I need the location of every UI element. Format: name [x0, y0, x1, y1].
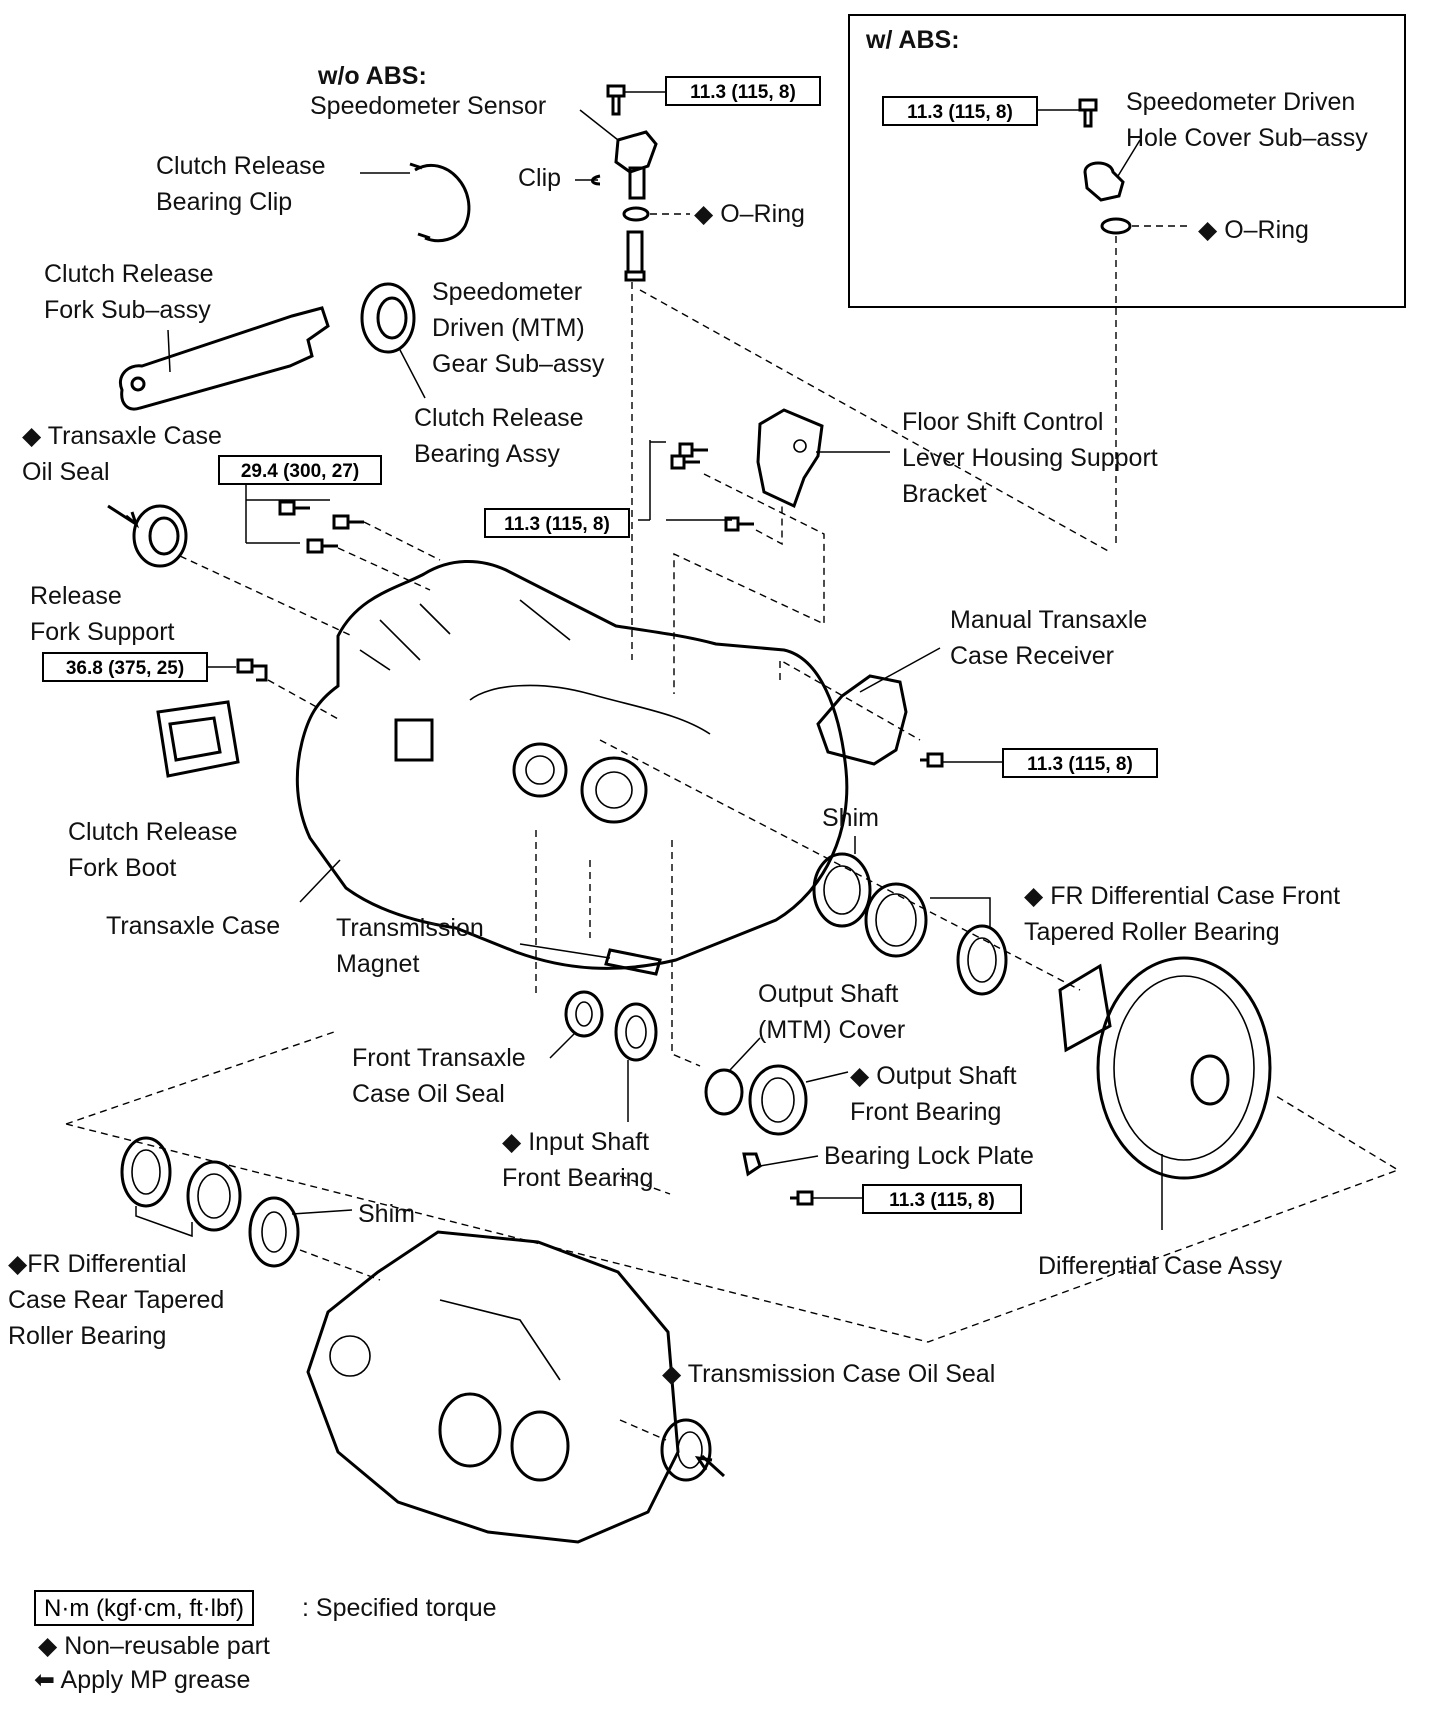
shim-lower-icon — [248, 1196, 300, 1268]
non-reusable-icon: ◆ — [8, 1250, 28, 1278]
label-output-shaft-front-bearing: ◆ Output Shaft Front Bearing — [850, 1062, 1017, 1126]
shim-upper-icon — [812, 852, 872, 928]
case-receiver-icon — [816, 674, 908, 766]
label-floor-shift-bracket: Floor Shift Control Lever Housing Suppor… — [902, 408, 1158, 508]
bearing-lock-plate-icon — [742, 1152, 762, 1177]
label-fr-diff-rear-bearing: ◆FR Differential Case Rear Tapered Rolle… — [8, 1250, 225, 1350]
label-differential-case-assy: Differential Case Assy — [1038, 1252, 1283, 1280]
release-fork-support-icon — [236, 658, 268, 682]
label-transaxle-case-oil-seal: ◆ Transaxle Case Oil Seal — [22, 422, 222, 486]
torque-speedometer-cover: 11.3 (115, 8) — [882, 96, 1038, 126]
speedometer-cover-icon — [1083, 161, 1125, 202]
output-shaft-front-bearing-icon — [748, 1064, 808, 1136]
label-o-ring-right: ◆ O–Ring — [1198, 216, 1309, 244]
torque-release-fork-support: 36.8 (375, 25) — [42, 652, 208, 682]
torque-bracket-bolts: 11.3 (115, 8) — [484, 508, 630, 538]
label-clutch-release-bearing-assy: Clutch Release Bearing Assy — [414, 404, 584, 468]
output-shaft-cover-icon — [704, 1068, 744, 1116]
label-fr-diff-front-bearing: ◆ FR Differential Case Front Tapered Rol… — [1024, 882, 1341, 946]
o-ring-right-icon — [1100, 217, 1132, 235]
transaxle-case-icon — [295, 560, 849, 970]
transaxle-case-oil-seal-icon — [132, 504, 188, 568]
grease-arrow-icon: ⬅ — [34, 1666, 55, 1694]
o-ring-left-icon — [622, 206, 650, 222]
non-reusable-icon: ◆ — [22, 422, 42, 450]
non-reusable-icon: ◆ — [694, 200, 714, 228]
transmission-magnet-icon — [604, 948, 662, 976]
label-bearing-lock-plate: Bearing Lock Plate — [824, 1142, 1034, 1170]
legend-torque-desc: : Specified torque — [302, 1594, 497, 1622]
non-reusable-icon: ◆ — [662, 1360, 682, 1388]
label-front-transaxle-case-oil-seal: Front Transaxle Case Oil Seal — [352, 1044, 526, 1108]
torque-case-receiver: 11.3 (115, 8) — [1002, 748, 1158, 778]
speedometer-sensor-bolt-icon — [606, 84, 626, 116]
clutch-release-fork-boot-icon — [156, 700, 240, 778]
front-transaxle-case-oil-seal-icon — [564, 990, 604, 1038]
clutch-release-bearing-clip-icon — [409, 162, 471, 243]
label-input-shaft-front-bearing: ◆ Input Shaft Front Bearing — [502, 1128, 654, 1192]
label-transaxle-case: Transaxle Case — [106, 912, 281, 940]
non-reusable-icon: ◆ — [38, 1632, 58, 1660]
non-reusable-icon: ◆ — [502, 1128, 522, 1156]
label-transmission-case-oil-seal: ◆ Transmission Case Oil Seal — [662, 1360, 996, 1388]
label-manual-transaxle-case-receiver: Manual Transaxle Case Receiver — [950, 606, 1148, 670]
speedometer-sensor-icon — [614, 130, 658, 200]
label-clip: Clip — [518, 164, 562, 192]
speedometer-cover-bolt-icon — [1078, 98, 1098, 128]
torque-speedometer-sensor: 11.3 (115, 8) — [665, 76, 821, 106]
input-shaft-front-bearing-icon — [614, 1002, 658, 1062]
with-abs-heading: w/ ABS: — [866, 26, 960, 54]
bracket-bolt-icon — [670, 442, 754, 532]
label-o-ring-left: ◆ O–Ring — [694, 200, 805, 228]
fr-diff-front-bearing-icon — [864, 882, 1008, 996]
label-output-shaft-cover: Output Shaft (MTM) Cover — [758, 980, 906, 1044]
label-speedometer-sensor: Speedometer Sensor — [310, 92, 547, 120]
non-reusable-icon: ◆ — [850, 1062, 870, 1090]
speedometer-driven-gear-shaft-icon — [624, 230, 646, 282]
label-clutch-release-fork-boot: Clutch Release Fork Boot — [68, 818, 238, 882]
transmission-case-oil-seal-icon — [660, 1418, 712, 1482]
clutch-release-bearing-icon — [360, 282, 416, 354]
non-reusable-icon: ◆ — [1024, 882, 1044, 910]
legend-mp-grease: ⬅ Apply MP grease — [34, 1666, 251, 1694]
case-receiver-bolt-icon — [920, 752, 944, 768]
torque-case-bolts: 29.4 (300, 27) — [218, 455, 382, 485]
non-reusable-icon: ◆ — [1198, 216, 1218, 244]
label-release-fork-support: Release Fork Support — [30, 582, 175, 646]
label-shim-upper: Shim — [822, 804, 879, 832]
fr-diff-rear-bearing-icon — [120, 1136, 242, 1232]
with-abs-panel — [848, 14, 1406, 308]
label-shim-lower: Shim — [358, 1200, 415, 1228]
legend-non-reusable: ◆ Non–reusable part — [38, 1632, 270, 1660]
transmission-case-icon — [306, 1230, 680, 1544]
differential-case-assy-icon — [1058, 956, 1272, 1180]
label-clutch-release-fork: Clutch Release Fork Sub–assy — [44, 260, 214, 324]
label-speedometer-driven-gear: Speedometer Driven (MTM) Gear Sub–assy — [432, 278, 605, 378]
case-bolt-icon — [278, 500, 364, 554]
floor-shift-bracket-icon — [756, 408, 824, 509]
clutch-release-fork-icon — [119, 306, 330, 411]
label-speedometer-cover: Speedometer Driven Hole Cover Sub–assy — [1126, 88, 1368, 152]
lock-plate-bolt-icon — [790, 1190, 814, 1206]
label-clutch-release-bearing-clip: Clutch Release Bearing Clip — [156, 152, 326, 216]
without-abs-heading: w/o ABS: — [318, 62, 427, 90]
legend-torque-unit-box: N·m (kgf·cm, ft·lbf) — [34, 1590, 254, 1626]
torque-bearing-lock-plate: 11.3 (115, 8) — [862, 1184, 1022, 1214]
label-transmission-magnet: Transmission Magnet — [336, 914, 484, 978]
